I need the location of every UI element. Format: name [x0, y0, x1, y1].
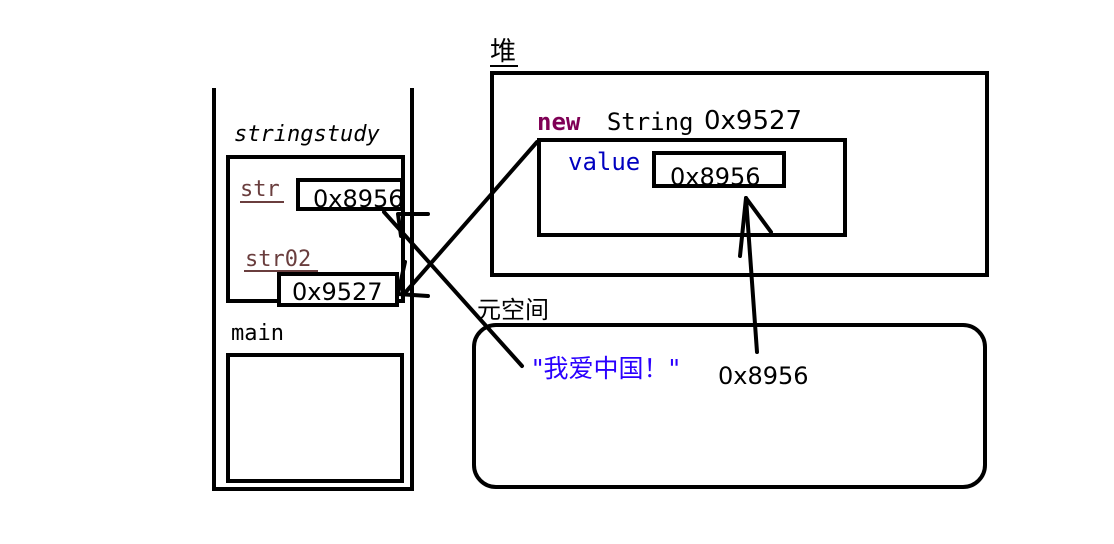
frame-label-main: main [231, 321, 284, 346]
object-address: 0x9527 [704, 106, 802, 136]
field-value-content: 0x8956 [670, 163, 761, 191]
arrow-str-to-literal [382, 210, 524, 368]
variable-str02-box [277, 272, 399, 307]
metaspace-label: 元空间 [477, 296, 549, 324]
object-header: new String [537, 108, 694, 136]
metaspace-box [472, 323, 987, 489]
variable-str-value: 0x8956 [313, 185, 404, 213]
frame-main [226, 353, 404, 483]
heap-area: 堆 new String 0x9527 value 0x8956 [490, 37, 989, 277]
stack-area: stringstudy str 0x8956 str02 0x9527 main [212, 88, 414, 491]
reference-arrows [382, 140, 773, 368]
arrow-str-head [396, 212, 430, 238]
variable-str02-value: 0x9527 [292, 278, 383, 306]
arrow-str02-to-object [402, 140, 539, 296]
heap-label: 堆 [490, 37, 516, 67]
field-value-box [652, 151, 786, 188]
variable-str-box [296, 178, 404, 211]
string-object-box [537, 138, 847, 237]
literal-address: 0x8956 [718, 362, 809, 390]
arrow-value-to-literal [744, 196, 759, 354]
object-type: String [607, 108, 694, 136]
arrow-str02-head [396, 260, 430, 298]
frame-label-stringstudy: stringstudy [234, 122, 380, 147]
variable-str02-name: str02 [245, 247, 311, 272]
arrow-value-head [738, 196, 773, 258]
heap-box [490, 71, 989, 277]
field-value-name: value [568, 148, 640, 176]
variable-str-name: str [240, 177, 280, 202]
metaspace-area: 元空间 "我爱中国！" 0x8956 [472, 296, 987, 489]
string-literal: "我爱中国！" [532, 354, 680, 383]
keyword-new: new [537, 108, 581, 136]
